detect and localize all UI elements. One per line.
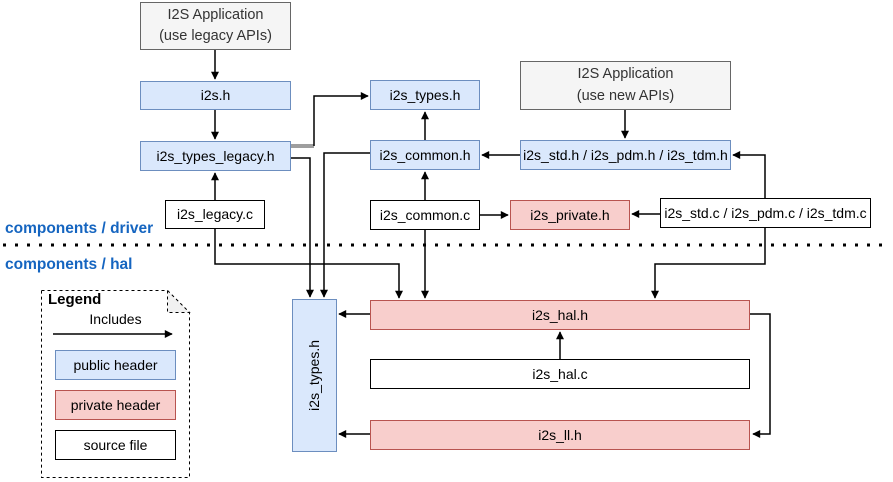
node-i2s-h: i2s.h xyxy=(140,81,291,110)
node-label: i2s_types_legacy.h xyxy=(156,147,275,164)
node-i2s-common-c: i2s_common.c xyxy=(370,200,480,230)
legend-title: Legend xyxy=(48,291,102,308)
legend-item-source-file: source file xyxy=(55,430,176,460)
node-label: (use new APIs) xyxy=(576,87,675,104)
legend-item-private-header: private header xyxy=(55,390,176,420)
section-label-driver: components / driver xyxy=(5,220,154,237)
node-i2s-ll-h: i2s_ll.h xyxy=(370,420,750,450)
edge-i2s-types-legacy-h-to-i2s-types-h-driver xyxy=(313,92,369,146)
node-label: i2s.h xyxy=(200,87,231,104)
node-i2s-common-h: i2s_common.h xyxy=(370,140,480,170)
node-label: i2s_types.h xyxy=(306,340,323,411)
node-label: I2S Application xyxy=(577,66,674,83)
node-label: i2s_legacy.c xyxy=(176,206,253,223)
node-i2s-private-h: i2s_private.h xyxy=(510,200,630,230)
node-label: i2s_hal.h xyxy=(531,306,589,323)
legend-item-label: public header xyxy=(73,356,158,373)
node-i2s-types-h-hal: i2s_types.h xyxy=(292,299,337,452)
edge-i2s-std-c-to-i2s-std-h xyxy=(732,151,766,198)
node-label: i2s_types.h xyxy=(389,86,461,103)
node-i2s-types-h-driver: i2s_types.h xyxy=(370,80,480,110)
node-label: i2s_ll.h xyxy=(538,426,582,443)
node-label: i2s_private.h xyxy=(530,206,610,223)
node-i2s-application-new: I2S Application (use new APIs) xyxy=(520,61,731,110)
node-i2s-std-pdm-tdm-c: i2s_std.c / i2s_pdm.c / i2s_tdm.c xyxy=(660,198,871,228)
section-label-hal: components / hal xyxy=(5,256,133,273)
node-label: i2s_common.c xyxy=(379,206,471,223)
edge-i2s-std-c-to-i2s-hal-h xyxy=(651,228,766,299)
node-i2s-legacy-c: i2s_legacy.c xyxy=(165,200,265,229)
node-label: i2s_std.c / i2s_pdm.c / i2s_tdm.c xyxy=(664,204,867,221)
edge-i2s-legacy-c-to-i2s-hal-h xyxy=(214,229,403,299)
node-label: i2s_std.h / i2s_pdm.h / i2s_tdm.h xyxy=(523,146,728,163)
node-label: I2S Application xyxy=(167,6,264,23)
legend-includes-label: Includes xyxy=(89,311,142,327)
node-i2s-std-pdm-tdm-h: i2s_std.h / i2s_pdm.h / i2s_tdm.h xyxy=(520,140,731,170)
node-label: (use legacy APIs) xyxy=(159,28,272,44)
legend-item-label: source file xyxy=(83,436,148,453)
edge-i2s-hal-h-to-i2s-ll-h xyxy=(750,313,771,438)
node-i2s-hal-c: i2s_hal.c xyxy=(370,359,750,389)
legend-item-label: private header xyxy=(70,396,161,413)
legend-fold-corner xyxy=(167,289,191,313)
edge-i2s-types-legacy-h-to-i2s-types-h-hal xyxy=(290,157,314,298)
node-label: i2s_common.h xyxy=(379,146,471,163)
legend-item-public-header: public header xyxy=(55,350,176,380)
node-i2s-types-legacy-h: i2s_types_legacy.h xyxy=(140,141,291,171)
node-label: i2s_hal.c xyxy=(532,365,588,382)
edge-i2s-common-h-to-i2s-types-h-hal xyxy=(320,152,370,298)
node-i2s-application-legacy: I2S Application (use legacy APIs) xyxy=(140,2,291,50)
node-i2s-hal-h: i2s_hal.h xyxy=(370,300,750,330)
